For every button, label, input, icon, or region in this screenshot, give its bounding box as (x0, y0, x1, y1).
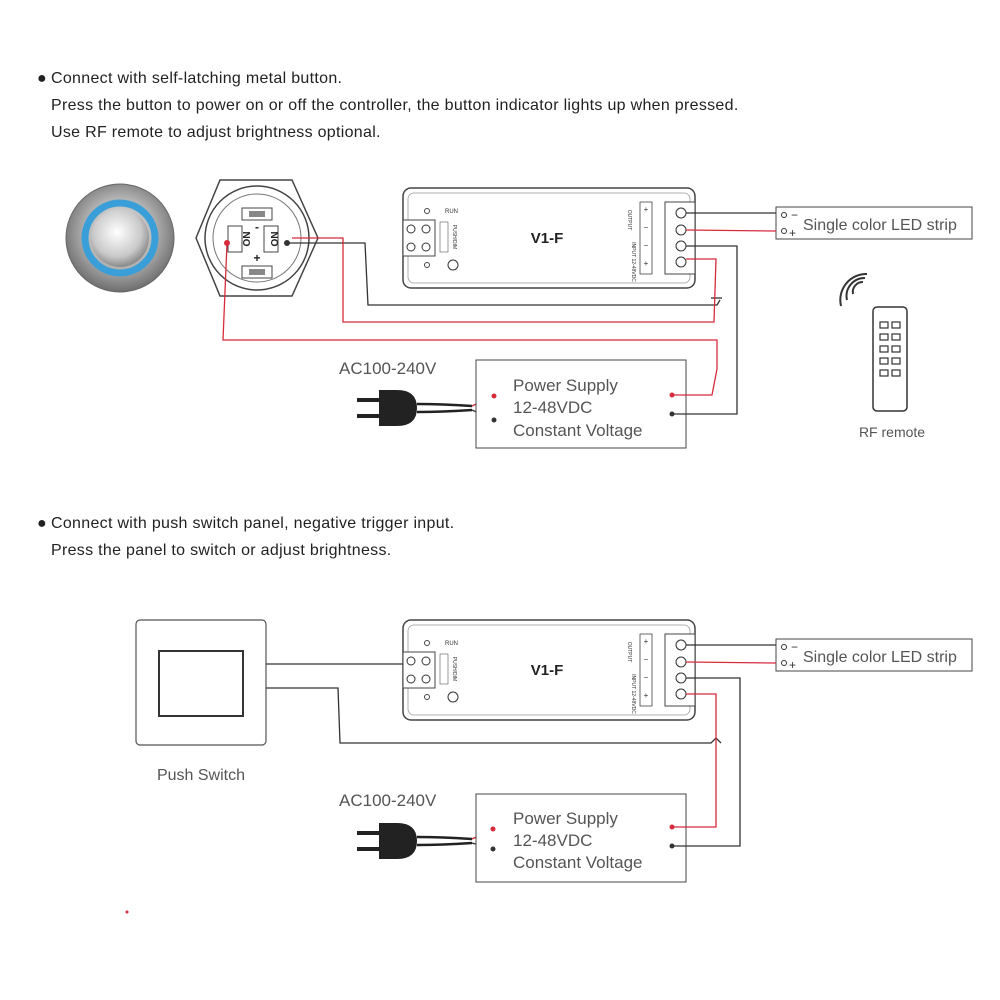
push-switch-label: Push Switch (157, 767, 245, 784)
controller-v1f-1: PUSH/DIM RUN V1-F OUTPUT INPUT 12-48VDC … (402, 187, 696, 289)
svg-text:+: + (644, 691, 649, 700)
note-line: Press the panel to switch or adjust brig… (37, 537, 454, 564)
svg-text:+: + (644, 259, 649, 268)
led-minus-label: − (791, 208, 798, 222)
ac-plug-2 (357, 823, 494, 859)
svg-text:−: − (644, 673, 649, 682)
instruction-note-2: ●Connect with push switch panel, negativ… (37, 510, 454, 564)
metal-button-front (65, 183, 175, 293)
note-line: ●Connect with self-latching metal button… (37, 65, 739, 92)
stray-mark (125, 910, 129, 914)
controller-input-label: INPUT 12-48VDC (630, 674, 636, 714)
led-strip-label: Single color LED strip (803, 217, 957, 234)
controller-run-label: RUN (445, 641, 458, 647)
wires-section-2 (266, 644, 777, 847)
note-line: Use RF remote to adjust brightness optio… (37, 119, 739, 146)
controller-output-label: OUTPUT (626, 642, 632, 663)
psu-title-label: Power Supply (513, 376, 618, 395)
svg-text:−: − (644, 241, 649, 250)
controller-input-label: INPUT 12-48VDC (630, 242, 636, 282)
note-line-text: Connect with push switch panel, negative… (51, 515, 455, 532)
note-line-text: Use RF remote to adjust brightness optio… (51, 124, 381, 141)
wires-section-1 (222, 212, 777, 415)
rf-remote-label: RF remote (859, 424, 925, 440)
controller-run-label: RUN (445, 209, 458, 215)
led-strip-2: − + Single color LED strip (775, 638, 973, 672)
note-line-text: Press the button to power on or off the … (51, 97, 739, 114)
svg-text:+: + (644, 205, 649, 214)
push-switch-panel: Push Switch (135, 619, 267, 784)
bullet-icon: ● (37, 70, 47, 87)
controller-model-label: V1-F (531, 230, 564, 247)
psu-type-label: Constant Voltage (513, 421, 642, 440)
note-line-text: Press the panel to switch or adjust brig… (51, 542, 392, 559)
button-indicator-ring (81, 199, 159, 277)
led-strip-1: − + Single color LED strip (775, 206, 973, 240)
controller-v1f-2: PUSH/DIM RUN V1-F OUTPUT INPUT 12-48VDC … (402, 619, 696, 721)
svg-text:+: + (644, 637, 649, 646)
psu-voltage-label: 12-48VDC (513, 398, 592, 417)
ac-voltage-label: AC100-240V (339, 359, 437, 378)
svg-text:−: − (644, 655, 649, 664)
button-plus-label: + (253, 251, 260, 265)
ac-voltage-label: AC100-240V (339, 791, 437, 810)
led-strip-label: Single color LED strip (803, 649, 957, 666)
led-plus-label: + (789, 226, 796, 240)
led-minus-label: − (791, 640, 798, 654)
note-line: Press the button to power on or off the … (37, 92, 739, 119)
psu-voltage-label: 12-48VDC (513, 831, 592, 850)
instruction-note-1: ●Connect with self-latching metal button… (37, 65, 739, 146)
controller-output-label: OUTPUT (626, 210, 632, 231)
psu-title-label: Power Supply (513, 809, 618, 828)
controller-push-label: PUSH/DIM (451, 225, 457, 249)
button-no-left-label: NO (240, 232, 251, 247)
psu-type-label: Constant Voltage (513, 853, 642, 872)
svg-text:−: − (644, 223, 649, 232)
ac-plug-1 (357, 390, 495, 426)
controller-model-label: V1-F (531, 662, 564, 679)
controller-push-label: PUSH/DIM (451, 657, 457, 681)
rf-remote: RF remote (839, 272, 925, 440)
button-minus-label: - (255, 220, 259, 234)
bullet-icon: ● (37, 515, 47, 532)
note-line: ●Connect with push switch panel, negativ… (37, 510, 454, 537)
button-no-right-label: NO (268, 232, 279, 247)
note-line-text: Connect with self-latching metal button. (51, 70, 343, 87)
power-supply-2: Power Supply 12-48VDC Constant Voltage (475, 793, 687, 883)
power-supply-1: Power Supply 12-48VDC Constant Voltage (475, 359, 687, 449)
led-plus-label: + (789, 658, 796, 672)
